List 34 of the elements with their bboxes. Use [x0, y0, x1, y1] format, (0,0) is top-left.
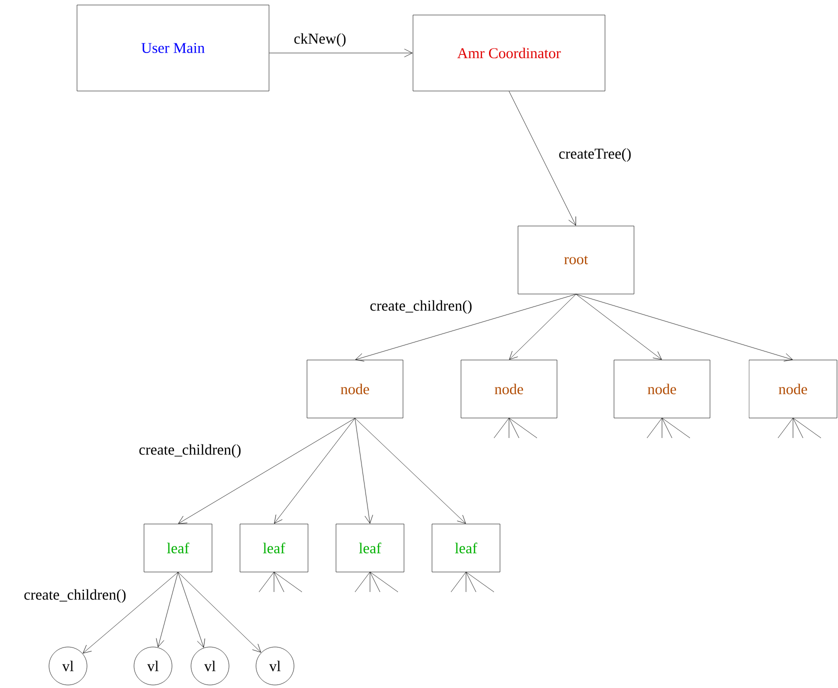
arrow — [274, 418, 356, 524]
process-box: node — [614, 360, 710, 418]
arrow — [178, 572, 206, 648]
edge-label: create_children() — [368, 299, 474, 315]
arrow — [355, 294, 576, 362]
arrow — [178, 418, 356, 524]
arrow — [354, 418, 373, 524]
edge-label: ckNew() — [292, 32, 348, 48]
arrow — [156, 572, 178, 648]
arrow — [354, 418, 466, 524]
circle-node: vl — [256, 646, 294, 686]
arrow — [508, 91, 576, 226]
process-box: Amr Coordinator — [412, 14, 606, 92]
circle-node: vl — [190, 646, 230, 686]
arrow — [82, 572, 178, 654]
arrow — [269, 48, 413, 58]
process-box: leaf — [432, 524, 500, 572]
process-box: User Main — [76, 4, 270, 92]
process-box: node — [460, 360, 558, 418]
circle-node: vl — [48, 646, 88, 686]
edge-label: create_children() — [138, 443, 242, 459]
arrow — [509, 294, 576, 360]
process-box: root — [518, 226, 634, 294]
edge-label: create_children() — [22, 588, 128, 604]
arrow — [576, 294, 662, 360]
process-box: node — [306, 360, 404, 418]
circle-node: vl — [134, 646, 172, 686]
arrow — [576, 294, 793, 362]
process-box: leaf — [144, 524, 212, 572]
edge-label: createTree() — [558, 147, 632, 163]
arrow — [178, 572, 262, 653]
process-box: node — [748, 360, 838, 418]
process-box: leaf — [240, 524, 308, 572]
process-box: leaf — [336, 524, 404, 572]
